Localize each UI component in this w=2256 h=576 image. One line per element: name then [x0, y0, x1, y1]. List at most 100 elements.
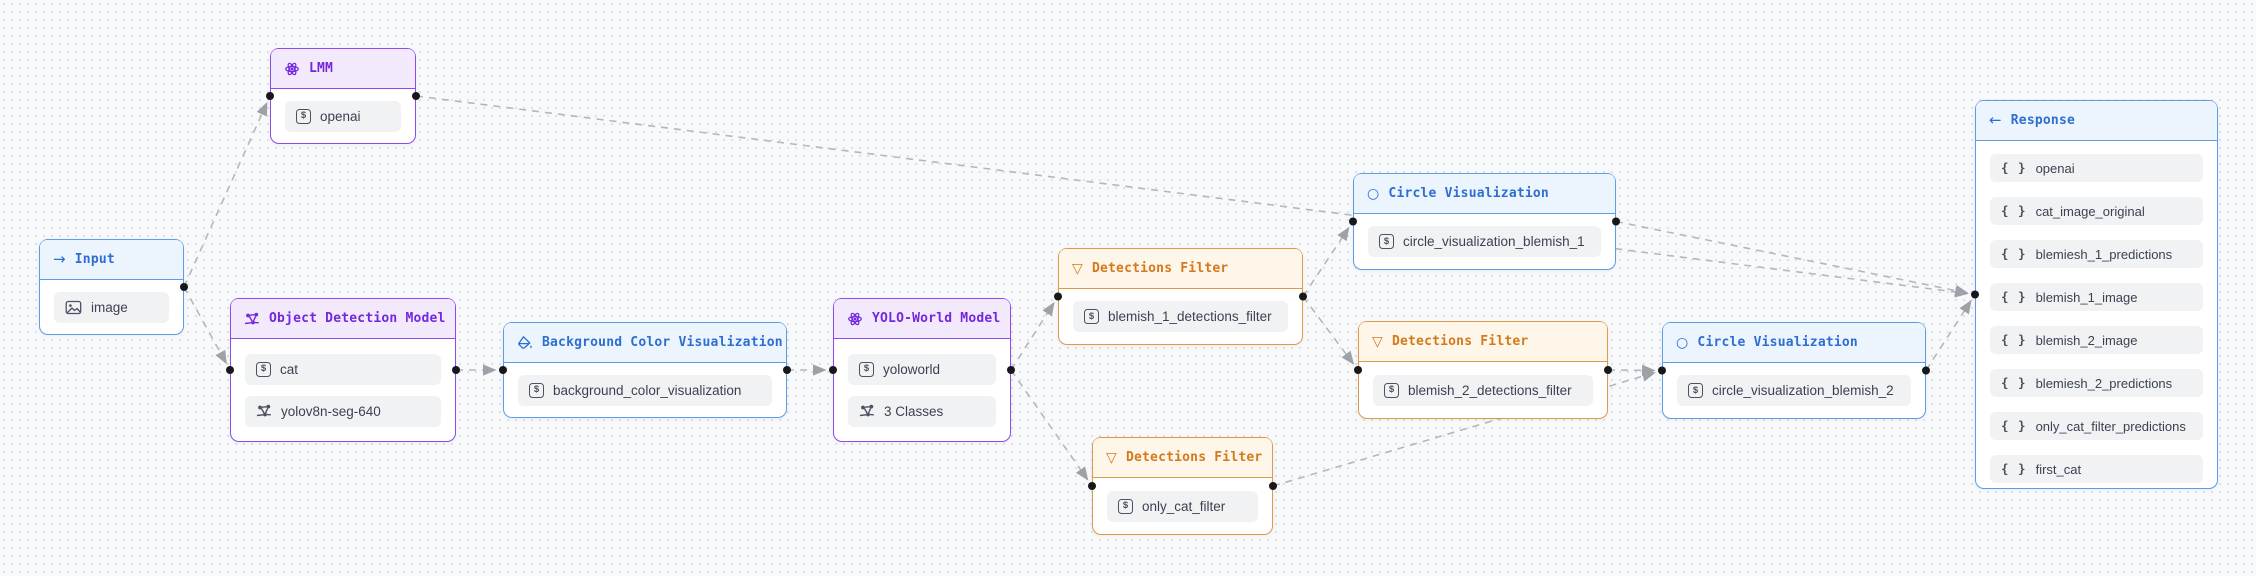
edge-connector [1010, 369, 1089, 481]
node-header[interactable]: ▽Detections Filter [1059, 249, 1302, 289]
node-header[interactable]: ○Circle Visualization [1354, 174, 1615, 214]
node-header[interactable]: YOLO-World Model [834, 299, 1010, 339]
edge-connector [1302, 226, 1350, 297]
node-body: $background_color_visualization [504, 363, 786, 417]
node-circle-visualization-1[interactable]: ○Circle Visualization $circle_visualizati… [1353, 173, 1616, 270]
node-item-label: only_cat_filter_predictions [2035, 418, 2186, 434]
node-input[interactable]: →Input image [39, 239, 184, 335]
node-object-detection-model[interactable]: Object Detection Model $ cat yolov8n-seg-64… [230, 298, 456, 442]
node-header[interactable]: ←Response [1976, 101, 2217, 141]
edge-connector [1615, 220, 1969, 297]
node-item[interactable]: $circle_visualization_blemish_2 [1677, 375, 1911, 406]
node-header[interactable]: Background Color Visualization [504, 323, 786, 363]
port-dot[interactable] [783, 366, 791, 374]
node-header[interactable]: LMM [271, 49, 415, 89]
node-header[interactable]: ○Circle Visualization [1663, 323, 1925, 363]
braces-icon: { } [2001, 288, 2027, 304]
port-dot[interactable] [1299, 292, 1307, 301]
port-dot[interactable] [1604, 366, 1612, 374]
port-dot[interactable] [1007, 366, 1015, 374]
node-item[interactable]: $ cat [245, 353, 441, 385]
port-dot[interactable] [412, 92, 420, 100]
node-item-label: circle_visualization_blemish_1 [1403, 234, 1585, 249]
node-item[interactable]: { } only_cat_filter_predictions [1990, 412, 2203, 440]
port-dot[interactable] [499, 366, 507, 374]
node-body: $yoloworld 3 Classes [834, 339, 1010, 441]
node-item[interactable]: { }blemiesh_1_predictions [1990, 240, 2203, 268]
node-item[interactable]: $background_color_visualization [518, 374, 772, 406]
node-header[interactable]: →Input [40, 240, 183, 280]
node-item[interactable]: image [54, 291, 169, 323]
node-item[interactable]: $only_cat_filter [1107, 490, 1258, 522]
funnel-icon: ▽ [1106, 449, 1117, 466]
braces-icon: { } [2001, 417, 2027, 433]
node-item[interactable]: $yoloworld [848, 353, 996, 385]
node-item[interactable]: { }cat_image_original [1990, 197, 2203, 225]
node-detections-filter-1[interactable]: ▽Detections Filter $ blemish_1_detections_… [1058, 248, 1303, 345]
node-item[interactable]: $openai [285, 100, 401, 132]
port-dot[interactable] [1354, 366, 1362, 374]
dollar-icon: $ [1118, 498, 1133, 514]
dollar-icon: $ [529, 382, 544, 398]
dollar-icon: $ [1084, 309, 1099, 324]
node-body: $circle_visualization_blemish_1 [1354, 214, 1615, 269]
node-header[interactable]: Object Detection Model [231, 299, 455, 339]
port-dot[interactable] [1088, 482, 1096, 490]
node-item[interactable]: { }first_cat [1990, 455, 2203, 483]
node-item-label: cat [280, 361, 299, 377]
node-detections-filter-2[interactable]: ▽Detections Filter $blemish_2_detections_… [1358, 321, 1608, 419]
paint-icon [517, 335, 533, 351]
port-dot[interactable] [1971, 290, 1979, 299]
atom-icon [284, 61, 300, 77]
port-dot[interactable] [1612, 217, 1620, 226]
node-header[interactable]: ▽ Detections Filter [1093, 438, 1272, 478]
node-response[interactable]: ←Response { }openai { }cat_image_original {… [1975, 100, 2218, 489]
node-title: Detections Filter [1391, 334, 1529, 349]
node-item[interactable]: { }blemish_2_image [1990, 326, 2203, 354]
braces-icon: { } [2001, 374, 2027, 390]
edge-connector [183, 101, 268, 288]
port-dot[interactable] [226, 366, 234, 374]
port-dot[interactable] [1349, 217, 1357, 226]
graph-icon [256, 403, 272, 419]
edge-connector [183, 286, 227, 365]
node-item[interactable]: $ blemish_1_detections_filter [1073, 301, 1288, 332]
node-item-label: 3 Classes [884, 403, 944, 419]
node-item[interactable]: { }blemiesh_2_predictions [1990, 369, 2203, 397]
port-dot[interactable] [829, 366, 837, 374]
node-detections-filter-3[interactable]: ▽ Detections Filter $only_cat_filter [1092, 437, 1273, 535]
node-lmm[interactable]: LMM $openai [270, 48, 416, 144]
node-title: Input [74, 252, 115, 267]
node-item[interactable]: { } blemish_1_image [1990, 283, 2203, 311]
port-dot[interactable] [1054, 292, 1062, 301]
node-item-label: blemish_1_detections_filter [1108, 309, 1272, 324]
node-title: Response [2010, 113, 2075, 128]
port-dot[interactable] [1269, 482, 1277, 490]
node-item[interactable]: { }openai [1990, 154, 2203, 182]
node-item-label: yoloworld [883, 361, 941, 377]
atom-icon [847, 311, 863, 327]
node-item[interactable]: yolov8n-seg-640 [245, 395, 441, 427]
node-title: Detections Filter [1125, 450, 1263, 465]
node-circle-visualization-2[interactable]: ○Circle Visualization $circle_visualizati… [1662, 322, 1926, 419]
node-item-label: blemish_1_image [2035, 289, 2138, 305]
node-item-label: blemiesh_1_predictions [2035, 246, 2173, 262]
circle-icon: ○ [1367, 185, 1380, 202]
node-item[interactable]: $blemish_2_detections_filter [1373, 374, 1593, 406]
port-dot[interactable] [180, 283, 188, 291]
node-yolo-world-model[interactable]: YOLO-World Model $yoloworld 3 Classes [833, 298, 1011, 442]
node-body: $ blemish_1_detections_filter [1059, 289, 1302, 344]
port-dot[interactable] [1658, 366, 1666, 375]
port-dot[interactable] [452, 366, 460, 374]
port-dot[interactable] [1922, 366, 1930, 375]
dollar-icon: $ [256, 361, 271, 377]
braces-icon: { } [2001, 331, 2027, 347]
port-dot[interactable] [266, 92, 274, 100]
node-item[interactable]: $circle_visualization_blemish_1 [1368, 226, 1601, 257]
node-header[interactable]: ▽Detections Filter [1359, 322, 1607, 362]
node-item[interactable]: 3 Classes [848, 395, 996, 427]
node-title: Detections Filter [1091, 261, 1229, 276]
node-title: Object Detection Model [269, 311, 446, 326]
node-background-color-visualization[interactable]: Background Color Visualization $backgroun… [503, 322, 787, 418]
